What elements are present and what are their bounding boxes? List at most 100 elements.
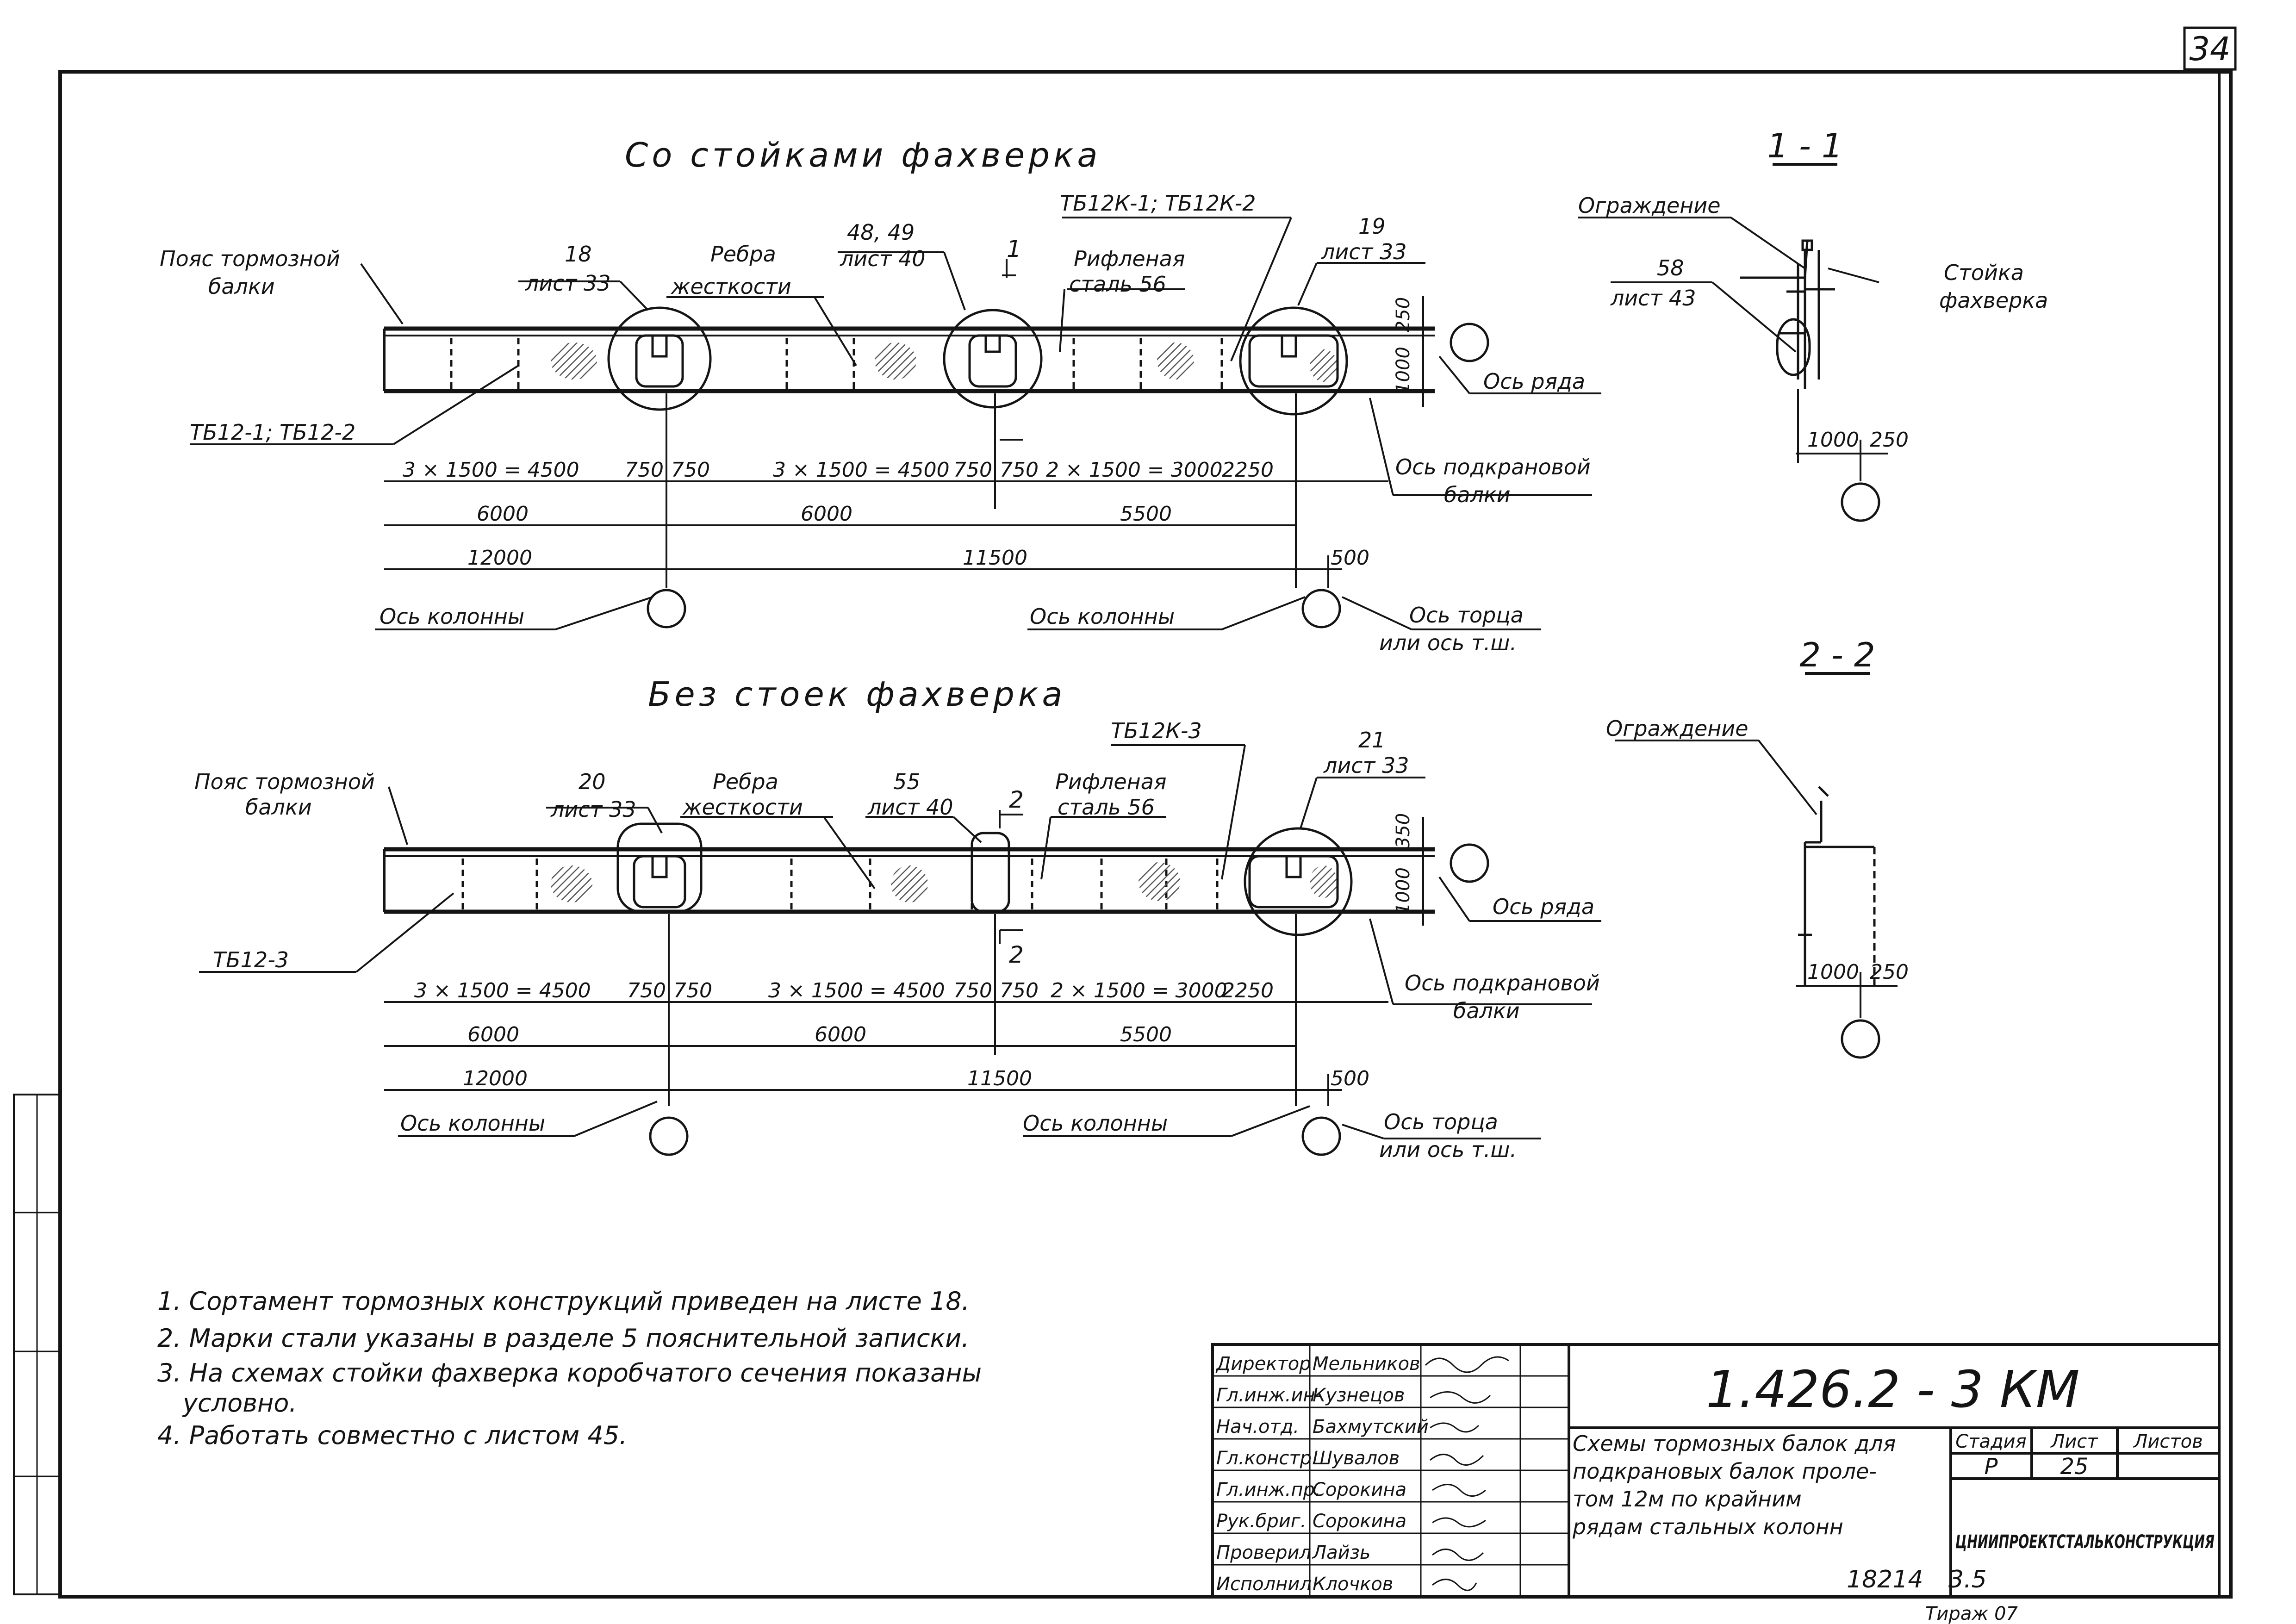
name-checked: Лайзь (1312, 1542, 1370, 1563)
lower-end-axis-label-1: Ось торца (1384, 1109, 1498, 1134)
upper-stiffener-label-1: Ребра (710, 242, 776, 267)
stage-value: Р (1985, 1454, 1998, 1480)
description-line-3: том 12м по крайним (1573, 1487, 1802, 1512)
lower-callout-21-num: 21 (1358, 728, 1386, 753)
lower-row-axis-bubble (1450, 843, 1489, 883)
lower-detail-circles (616, 822, 1353, 936)
title-block: Директор Мельников Гл.инж.ин- Кузнецов Н… (1211, 1343, 2221, 1598)
lower-dim-350: 350 (1393, 813, 1414, 848)
upper-crane-axis-label-1: Ось подкрановой (1395, 454, 1591, 479)
note-4: 4. Работать совместно с листом 45. (157, 1421, 627, 1450)
upper-dim-r2-c: 5500 (1120, 502, 1172, 526)
section-1-title: 1 - 1 (1767, 126, 1842, 165)
organization-name: ЦНИИПРОЕКТСТАЛЬКОНСТРУКЦИЯ (1955, 1531, 2215, 1553)
role-chief-designer: Гл.констр. (1216, 1448, 1318, 1469)
lower-title: Без стоек фахверка (648, 675, 1066, 714)
section-1-leaders (1578, 217, 1879, 353)
print-run-mark: Тираж 07 (1925, 1603, 2018, 1624)
name-chief-designer: Шувалов (1313, 1448, 1400, 1469)
section-1-fence-label: Ограждение (1578, 193, 1721, 218)
note-3: 3. На схемах стойки фахверка коробчатого… (157, 1358, 982, 1388)
section-1-post-label-1: Стойка (1944, 260, 2024, 285)
section-2-title: 2 - 2 (1799, 635, 1875, 674)
lower-dim-r3-c: 500 (1331, 1067, 1369, 1090)
sheet-header: Лист (2050, 1431, 2098, 1452)
lower-height-dims (1416, 817, 1432, 926)
note-1: 1. Сортамент тормозных конструкций приве… (157, 1287, 970, 1316)
description-line-1: Схемы тормозных балок для (1573, 1431, 1896, 1456)
lower-dim-r3-a: 12000 (463, 1067, 528, 1090)
upper-dim-r3-b: 11500 (963, 546, 1027, 570)
section-1-callout-sheet: лист 43 (1610, 286, 1696, 311)
upper-tb12k-label: ТБ12К-1; ТБ12К-2 (1060, 191, 1256, 216)
upper-dim-250: 250 (1393, 297, 1414, 332)
upper-dim-r1-e: 750 (953, 458, 992, 482)
lower-callout-55-num: 55 (893, 769, 921, 794)
lower-checker-plate-2: сталь 56 (1058, 795, 1155, 820)
document-code: 1.426.2 - 3 КМ (1706, 1360, 2079, 1419)
lower-tb12-label: ТБ12-3 (213, 947, 289, 972)
lower-section-cut (999, 810, 1023, 944)
upper-dim-r2-a: 6000 (477, 502, 529, 526)
upper-callout-18-num: 18 (565, 242, 592, 267)
signature-scribbles (1425, 1356, 1509, 1591)
upper-stiffener-label-2: жесткости (671, 274, 791, 299)
title-block-people: Директор Мельников Гл.инж.ин- Кузнецов Н… (1215, 1353, 1429, 1595)
section-2-dim-250: 250 (1870, 960, 1909, 984)
lower-crane-axis-label-2: балки (1453, 998, 1520, 1023)
upper-dim-1000: 1000 (1393, 347, 1414, 394)
sheet-value: 25 (2060, 1454, 2088, 1480)
upper-callout-4849-sheet: лист 40 (840, 246, 926, 271)
lower-leaders (199, 744, 1601, 1005)
upper-beam (383, 326, 1435, 393)
sheets-header: Листов (2133, 1431, 2203, 1452)
name-head-dept: Бахмутский (1313, 1416, 1429, 1437)
upper-dim-r3-a: 12000 (467, 546, 532, 570)
role-chief-engineer: Гл.инж.ин- (1216, 1385, 1322, 1406)
upper-belt-label-1: Пояс тормозной (160, 246, 340, 271)
lower-section-mark: 2 (1009, 786, 1024, 813)
note-2: 2. Марки стали указаны в разделе 5 поясн… (157, 1324, 969, 1353)
upper-dim-r1-h: 2250 (1222, 458, 1274, 482)
lower-dim-r2-a: 6000 (467, 1023, 519, 1046)
lower-column-axis-label-2: Ось колонны (1023, 1111, 1168, 1136)
lower-dim-r1-a: 3 × 1500 = 4500 (414, 979, 591, 1002)
upper-dim-lines (384, 393, 1388, 588)
upper-dim-r3-c: 500 (1331, 546, 1369, 570)
role-director: Директор (1215, 1353, 1311, 1375)
upper-leaders (190, 217, 1601, 496)
upper-axis-bubbles (375, 589, 1541, 630)
role-chief-project-engineer: Гл.инж.пр. (1216, 1479, 1321, 1500)
upper-height-dims (1416, 296, 1432, 407)
note-3-continued: условно. (182, 1388, 297, 1418)
name-team-lead: Сорокина (1313, 1511, 1406, 1532)
upper-dim-r1-c: 750 (671, 458, 710, 482)
lower-beam (383, 847, 1435, 914)
lower-dims-row2: 6000 6000 5500 (467, 1023, 1172, 1046)
stage-header: Стадия (1955, 1431, 2026, 1452)
lower-dim-r2-b: 6000 (815, 1023, 866, 1046)
upper-dim-r1-b: 750 (625, 458, 664, 482)
name-chief-engineer: Кузнецов (1313, 1385, 1405, 1406)
upper-dim-r1-g: 2 × 1500 = 3000 (1046, 458, 1223, 482)
lower-dim-r1-g: 2 × 1500 = 3000 (1051, 979, 1227, 1002)
lower-callout-20-num: 20 (579, 769, 606, 794)
lower-dims-row3: 12000 11500 500 (463, 1067, 1369, 1090)
inventory-suffix: 3.5 (1948, 1566, 1987, 1593)
description-line-4: рядам стальных колонн (1572, 1514, 1843, 1539)
upper-section-cut (1000, 259, 1023, 441)
upper-tb12-label: ТБ12-1; ТБ12-2 (190, 420, 355, 445)
section-2-2: 2 - 2 Ограждение 1000 250 (1606, 635, 1909, 1059)
upper-crane-axis-label-2: балки (1444, 482, 1511, 507)
name-drawn: Клочков (1313, 1574, 1393, 1595)
lower-callout-55-sheet: лист 40 (867, 795, 953, 820)
lower-dim-r1-c: 750 (673, 979, 712, 1002)
lower-dim-r3-b: 11500 (967, 1067, 1032, 1090)
general-notes: 1. Сортамент тормозных конструкций приве… (157, 1287, 982, 1450)
upper-dims-row1: 3 × 1500 = 4500 750 750 3 × 1500 = 4500 … (403, 458, 1274, 482)
lower-section-mark-bottom: 2 (1009, 941, 1024, 968)
section-1-dim-1000: 1000 (1807, 428, 1859, 452)
lower-dim-r1-d: 3 × 1500 = 4500 (768, 979, 945, 1002)
lower-crane-axis-label-1: Ось подкрановой (1405, 971, 1600, 996)
